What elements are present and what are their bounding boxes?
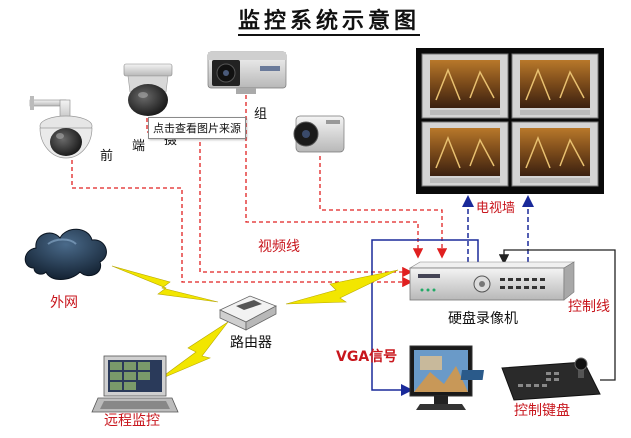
router-label: 路由器 xyxy=(230,335,272,351)
page-title: 监控系统示意图 xyxy=(238,8,421,36)
video-line-label: 视频线 xyxy=(258,239,300,255)
monitor-1 xyxy=(421,53,509,119)
bullet-camera-icon xyxy=(293,115,345,153)
video-lines xyxy=(71,95,448,288)
control-keyboard-icon xyxy=(460,357,601,401)
laptop-icon xyxy=(91,355,179,413)
dvr-label: 硬盘录像机 xyxy=(448,311,518,327)
control-keyboard-label: 控制键盘 xyxy=(514,403,570,419)
video-line-camera-4 xyxy=(319,156,448,259)
external-network-label: 外网 xyxy=(50,295,78,311)
control-line xyxy=(498,249,616,381)
video-line-camera-1 xyxy=(71,160,413,288)
video-line-camera-3 xyxy=(245,95,424,259)
image-source-tooltip[interactable]: 点击查看图片来源 xyxy=(148,117,246,139)
monitor-2 xyxy=(511,53,599,119)
front-group-char-1: 前 xyxy=(100,149,114,164)
cloud-icon xyxy=(24,228,107,280)
control-line-label: 控制线 xyxy=(568,299,610,315)
vga-signal-label: VGA信号 xyxy=(336,349,398,365)
lightning-cloud-router xyxy=(111,265,219,303)
front-group-char-4: 组 xyxy=(254,107,268,122)
dvr-icon xyxy=(408,261,576,301)
speed-dome-camera-icon xyxy=(29,96,93,159)
vga-line xyxy=(371,239,479,396)
box-camera-icon xyxy=(207,51,287,94)
vga-lines xyxy=(371,195,534,396)
video-wall-label: 电视墙 xyxy=(476,201,516,216)
dome-camera-icon xyxy=(123,63,173,116)
router-icon xyxy=(219,295,277,331)
monitor-wall-icon xyxy=(416,48,604,194)
lightning-router-laptop xyxy=(157,321,229,381)
monitor-3 xyxy=(421,121,509,187)
lcd-monitor-icon xyxy=(409,345,473,410)
lightning-router-dvr xyxy=(285,269,399,305)
monitor-4 xyxy=(511,121,599,187)
remote-monitor-label: 远程监控 xyxy=(104,413,160,429)
front-group-char-2: 端 xyxy=(132,139,146,154)
